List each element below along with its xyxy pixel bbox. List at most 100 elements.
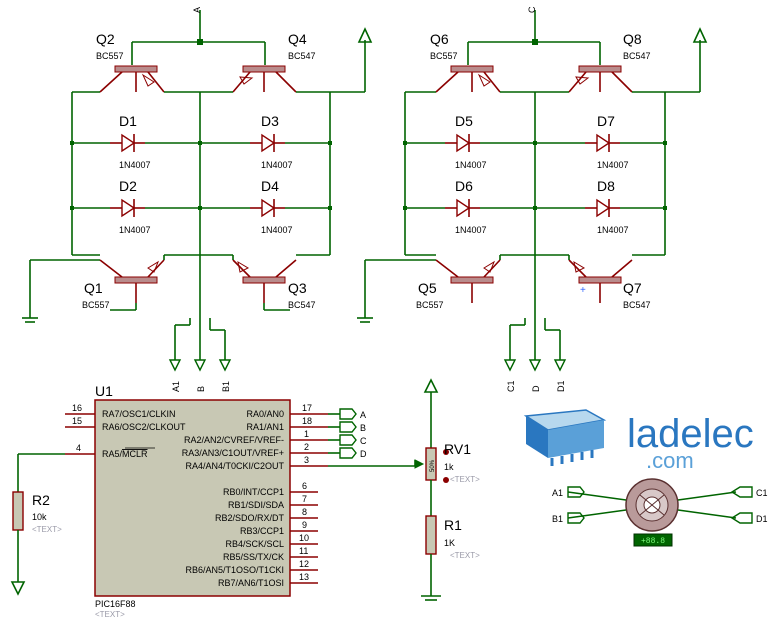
transistor-q6[interactable] (435, 65, 501, 93)
mcu-left-pins (65, 413, 95, 455)
resistor-r2[interactable] (10, 453, 65, 596)
pin-name-ra7: RA7/OSC1/CLKIN (102, 409, 176, 419)
q7-ref: Q7 (623, 280, 642, 296)
pin-name-ra2: RA2/AN2/CVREF/VREF- (184, 435, 284, 445)
net-flag-d: D (360, 449, 367, 459)
pin-num-3: 3 (304, 455, 309, 465)
pin-name-ra1: RA1/AN1 (246, 422, 284, 432)
d5-part: 1N4007 (455, 160, 487, 170)
motor-label-a1: A1 (552, 488, 563, 498)
u1-ref: U1 (95, 383, 113, 399)
d8-part: 1N4007 (597, 225, 629, 235)
net-flag-c: C (360, 436, 367, 446)
d5-ref: D5 (455, 113, 473, 129)
q3-part: BC547 (288, 300, 316, 310)
rv1-value: 1k (444, 462, 454, 472)
diode-d2[interactable] (110, 198, 145, 218)
h-bridge-right: + (357, 10, 708, 372)
mcu-right-pin-labels: 17 RA0/AN0 18 RA1/AN1 1 RA2/AN2/CVREF/VR… (182, 403, 312, 588)
svg-text:+: + (580, 285, 586, 296)
diode-d3[interactable] (250, 133, 285, 153)
pin-num-6: 6 (302, 481, 307, 491)
q2-part: BC557 (96, 51, 124, 61)
q3-ref: Q3 (288, 280, 307, 296)
pin-name-ra5: RA5/MCLR (102, 449, 148, 459)
pin-num-16: 16 (72, 403, 82, 413)
u1-text: <TEXT> (95, 610, 125, 619)
diode-d1[interactable] (110, 133, 145, 153)
pin-name-rb2: RB2/SDO/RX/DT (215, 513, 285, 523)
q6-ref: Q6 (430, 31, 449, 47)
d3-ref: D3 (261, 113, 279, 129)
pin-num-1: 1 (304, 429, 309, 439)
net-label-c1: C1 (506, 380, 516, 392)
q5-part: BC557 (416, 300, 444, 310)
logo-name: ladelec (627, 412, 754, 456)
r1-value: 1K (444, 538, 455, 548)
d7-part: 1N4007 (597, 160, 629, 170)
pin-num-10: 10 (299, 533, 309, 543)
d6-part: 1N4007 (455, 225, 487, 235)
d4-part: 1N4007 (261, 225, 293, 235)
transistor-q1[interactable] (99, 259, 165, 303)
d8-ref: D8 (597, 178, 615, 194)
net-label-d: D (531, 385, 541, 392)
q4-ref: Q4 (288, 31, 307, 47)
rv1-pct: 50% (430, 459, 436, 472)
mcu-u1[interactable] (94, 399, 291, 597)
terminal-label-a: A (192, 7, 202, 13)
motor-label-c1: C1 (756, 488, 768, 498)
mcu-right-pins (290, 413, 328, 584)
q7-part: BC547 (623, 300, 651, 310)
diode-d8[interactable] (585, 198, 620, 218)
pin-num-7: 7 (302, 494, 307, 504)
u1-part: PIC16F88 (95, 599, 136, 609)
net-flag-a: A (360, 410, 366, 420)
r1-text: <TEXT> (450, 551, 480, 560)
pin-num-8: 8 (302, 507, 307, 517)
q6-part: BC557 (430, 51, 458, 61)
transistor-q3[interactable] (232, 259, 297, 303)
transistor-q2[interactable] (99, 65, 165, 93)
d1-ref: D1 (119, 113, 137, 129)
q4-part: BC547 (288, 51, 316, 61)
resistor-r1[interactable] (421, 480, 441, 601)
r2-value: 10k (32, 512, 47, 522)
r2-text: <TEXT> (32, 525, 62, 534)
transistor-q8[interactable] (568, 65, 633, 93)
pin-num-4: 4 (76, 443, 81, 453)
pin-name-ra4: RA4/AN4/T0CKI/C2OUT (185, 461, 284, 471)
motor-readout-value: +88.8 (641, 537, 665, 546)
pin-name-rb4: RB4/SCK/SCL (225, 539, 284, 549)
d7-ref: D7 (597, 113, 615, 129)
pin-name-rb1: RB1/SDI/SDA (228, 500, 284, 510)
logo-sub: .com (646, 448, 694, 473)
diode-d7[interactable] (585, 133, 620, 153)
rv1-ref: RV1 (444, 441, 471, 457)
transistor-q7[interactable]: + (568, 259, 633, 303)
stepper-motor[interactable] (567, 478, 753, 532)
pin-name-ra3: RA3/AN3/C1OUT/VREF+ (182, 448, 284, 458)
d2-ref: D2 (119, 178, 137, 194)
q2-ref: Q2 (96, 31, 115, 47)
transistor-q5[interactable] (435, 259, 501, 303)
motor-readout: +88.8 (633, 533, 673, 547)
diode-d4[interactable] (250, 198, 285, 218)
ladelec-logo: ladelec .com (519, 400, 769, 476)
pin-name-rb3: RB3/CCP1 (240, 526, 284, 536)
diode-d5[interactable] (445, 133, 480, 153)
net-label-b1: B1 (221, 381, 231, 392)
net-label-a1: A1 (171, 381, 181, 392)
h-bridge-left (22, 10, 373, 372)
q1-part: BC557 (82, 300, 110, 310)
diode-d6[interactable] (445, 198, 480, 218)
net-flags (328, 408, 357, 459)
transistor-q4[interactable] (232, 65, 297, 93)
d4-ref: D4 (261, 178, 279, 194)
pin-name-rb6: RB6/AN5/T1OSO/T1CKI (185, 565, 284, 575)
pin-name-rb5: RB5/SS/TX/CK (223, 552, 284, 562)
pin-num-13: 13 (299, 572, 309, 582)
pin-num-12: 12 (299, 559, 309, 569)
q8-ref: Q8 (623, 31, 642, 47)
